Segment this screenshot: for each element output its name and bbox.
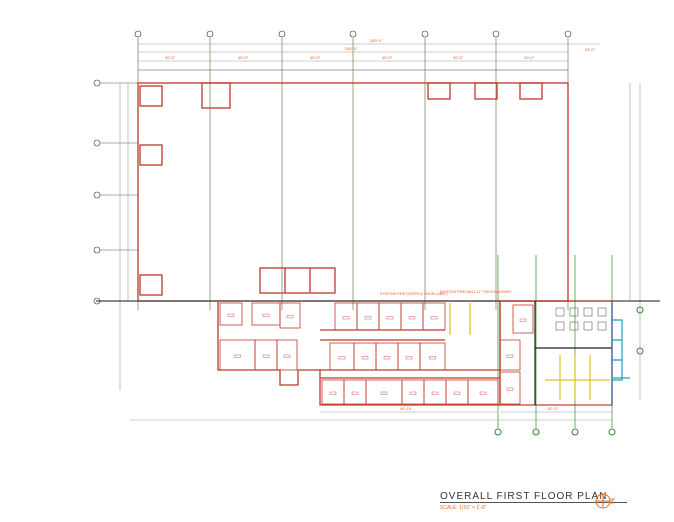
table [597, 321, 607, 331]
room [219, 302, 243, 326]
dim-bay: 40'-0" [165, 55, 176, 60]
room-tag [405, 356, 413, 360]
room [467, 379, 499, 405]
room-tag [286, 315, 294, 319]
room-tag [506, 387, 514, 391]
grid-bubble [532, 428, 540, 436]
room-tag [364, 316, 372, 320]
grid-bubble [421, 30, 429, 38]
room-tag [283, 354, 291, 358]
table [583, 321, 593, 331]
north-arrow-icon [595, 493, 615, 509]
table [569, 307, 579, 317]
dim-bay: 40'-0" [524, 55, 535, 60]
grid-bubble [608, 428, 616, 436]
room-tag [351, 391, 359, 395]
grid-bubble [349, 30, 357, 38]
dim-second: 240'-0" [345, 46, 358, 51]
room-tag [262, 354, 270, 358]
dim-ext: 24'-0" [585, 47, 596, 52]
dim-addition: 62'-0" [548, 406, 559, 411]
room-tag [453, 391, 461, 395]
grid-bubble [571, 428, 579, 436]
dim-bay: 40'-0" [453, 55, 464, 60]
table [555, 307, 565, 317]
room-tag [431, 391, 439, 395]
note-fire-wall: EXISTING FIRE WALL 12" THICK MASONRY [440, 290, 512, 294]
note-fire-doors: EXISTING FIRE DOORS (2 HOUR LABEL) [380, 292, 447, 296]
break-room-tables [555, 307, 607, 331]
column-grid [93, 30, 644, 436]
grid-bubble [93, 246, 101, 254]
room-tag [383, 356, 391, 360]
drawing-scale: SCALE: 1/16" = 1'-0" [440, 505, 487, 511]
grid-bubble [278, 30, 286, 38]
room-tag [479, 391, 487, 395]
room [276, 339, 298, 371]
grid-bubble [564, 30, 572, 38]
table [583, 307, 593, 317]
room-tag [386, 316, 394, 320]
drawing-title: OVERALL FIRST FLOOR PLAN [440, 491, 628, 503]
room-tag [408, 316, 416, 320]
room-tag [227, 313, 235, 317]
dimension-lines [119, 43, 641, 421]
table [555, 321, 565, 331]
room [512, 304, 534, 334]
grid-bubble [492, 30, 500, 38]
grid-bubble [93, 191, 101, 199]
room-tag [506, 354, 514, 358]
room-tag [380, 391, 388, 395]
dim-bay: 40'-0" [238, 55, 249, 60]
table [597, 307, 607, 317]
grid-bubble [93, 139, 101, 147]
room-tag [430, 316, 438, 320]
dim-bay: 40'-0" [310, 55, 321, 60]
room [419, 342, 446, 371]
table [569, 321, 579, 331]
room-tag [329, 391, 337, 395]
addition [449, 300, 630, 406]
room-tag [409, 391, 417, 395]
room-tag [429, 356, 436, 360]
grid-bubble [93, 79, 101, 87]
room-tag [338, 356, 346, 360]
dim-office: 96'-10" [400, 406, 413, 411]
room-tag [262, 313, 270, 317]
dim-bay: 40'-0" [382, 55, 393, 60]
room-tag [234, 354, 241, 358]
grid-bubble [206, 30, 214, 38]
grid-bubble [134, 30, 142, 38]
room-tag [342, 316, 350, 320]
dim-overall: 280'-0" [370, 38, 383, 43]
room [279, 302, 301, 329]
grid-bubble [494, 428, 502, 436]
room [422, 302, 446, 331]
office-rooms [219, 302, 534, 405]
room-tag [361, 356, 369, 360]
room-tag [519, 318, 527, 322]
